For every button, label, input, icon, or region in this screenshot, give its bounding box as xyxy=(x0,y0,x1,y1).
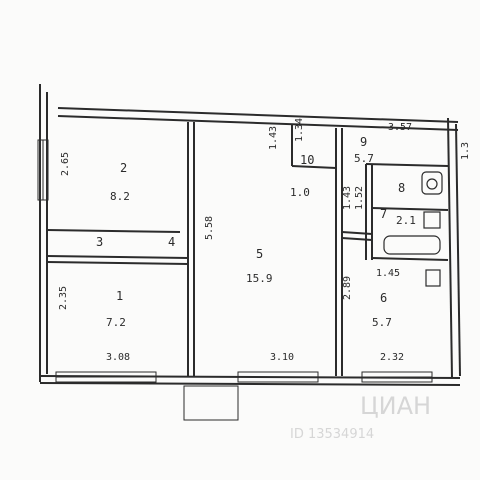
room-10-number: 10 xyxy=(300,153,314,167)
dim-corridor-2: 1.34 xyxy=(294,118,305,142)
room-8-number: 8 xyxy=(398,181,405,195)
dim-room6-top: 1.45 xyxy=(376,268,400,279)
watermark-brand: ЦИАН xyxy=(360,392,431,420)
room-2-area: 8.2 xyxy=(110,190,130,203)
room-4-number: 4 xyxy=(168,235,175,249)
dim-bottom-1: 3.08 xyxy=(106,352,130,363)
dim-room6-side: 2.89 xyxy=(342,276,353,300)
room-1-number: 1 xyxy=(116,289,123,303)
toilet-icon xyxy=(423,211,441,229)
dim-room5-height: 5.58 xyxy=(204,216,215,240)
dim-left-bottom: 2.35 xyxy=(58,286,69,310)
dim-top-right: 3.57 xyxy=(388,122,412,133)
dim-left-top: 2.65 xyxy=(60,152,71,176)
room-9-area: 5.7 xyxy=(354,152,374,165)
room-5-area: 15.9 xyxy=(246,272,273,285)
walls xyxy=(39,84,461,386)
dim-hall-2: 1.52 xyxy=(354,186,365,210)
room-2-number: 2 xyxy=(120,161,127,175)
room-5-number: 5 xyxy=(256,247,263,261)
room-7-number: 7 xyxy=(380,207,387,221)
room-3-number: 3 xyxy=(96,235,103,249)
windows xyxy=(37,139,433,421)
room-7-area: 2.1 xyxy=(396,214,416,227)
room-6-area: 5.7 xyxy=(372,316,392,329)
watermark-id: ID 13534914 xyxy=(290,427,374,442)
fixtures xyxy=(383,171,443,287)
dim-right-edge: 1.3 xyxy=(460,142,471,160)
dim-hall-1: 1.43 xyxy=(342,186,353,210)
dim-bottom-2: 3.10 xyxy=(270,352,294,363)
sink-icon xyxy=(421,171,443,195)
dim-corridor-1: 1.43 xyxy=(268,126,279,150)
bathtub-icon xyxy=(383,235,441,255)
stove-icon xyxy=(425,269,441,287)
room-6-number: 6 xyxy=(380,291,387,305)
room-10-area: 1.0 xyxy=(290,186,310,199)
room-1-area: 7.2 xyxy=(106,316,126,329)
room-9-number: 9 xyxy=(360,135,367,149)
dim-bottom-3: 2.32 xyxy=(380,352,404,363)
